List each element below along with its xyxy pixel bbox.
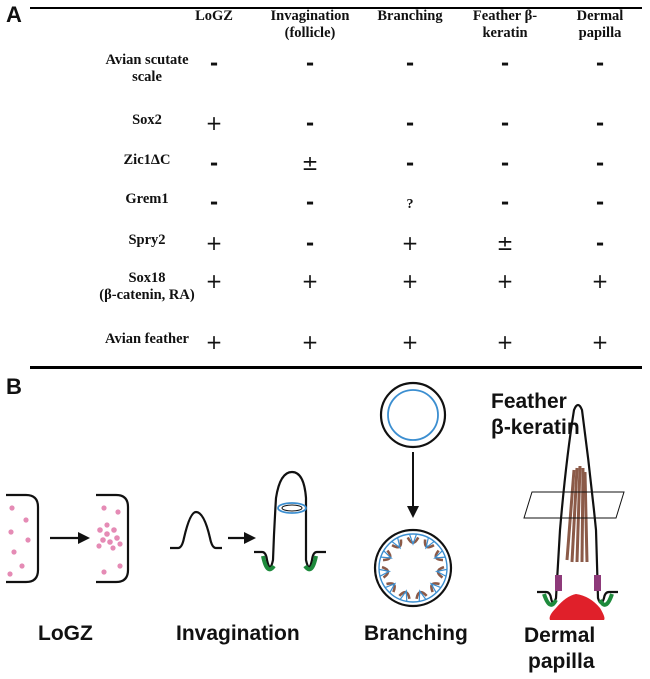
table-cell: - (595, 51, 605, 75)
keratin-label-line2: β-keratin (491, 416, 580, 439)
row-label: Zic1ΔC (62, 152, 232, 169)
cross-section-plane (523, 491, 625, 519)
table-cell: ? (406, 197, 414, 212)
logz-label: LoGZ (38, 622, 93, 645)
row-label-line: Spry2 (128, 232, 166, 248)
table-cell: + (205, 330, 223, 354)
barb-ridge-membrane (391, 537, 402, 550)
table-cell: - (405, 51, 415, 75)
table-cell: + (401, 330, 419, 354)
table-cell: - (500, 190, 510, 214)
feather-diagram (523, 403, 625, 620)
column-header: Branching (350, 8, 470, 25)
table-cell: + (301, 330, 319, 354)
papilla-label-line2: papilla (528, 650, 595, 673)
table-cell: - (595, 190, 605, 214)
table-cell: + (496, 330, 514, 354)
table-cell: - (305, 231, 315, 255)
barb-ridge-membrane (399, 589, 408, 602)
column-header-line: (follicle) (284, 25, 336, 41)
table-bottom-rule (30, 366, 642, 369)
column-header-line: Invagination (270, 8, 350, 24)
collar-right (594, 575, 601, 591)
row-label: Avian feather (62, 331, 232, 348)
row-label-line: scale (132, 69, 162, 85)
column-header-line: Dermal (576, 8, 624, 24)
table-cell: - (209, 151, 219, 175)
row-label-line: Grem1 (125, 191, 169, 207)
barb-ridges (378, 533, 448, 602)
row-label-line: (β-catenin, RA) (99, 287, 195, 303)
table-cell: - (209, 51, 219, 75)
branching-label: Branching (364, 622, 468, 645)
table-cell: - (305, 111, 315, 135)
column-header-line: papilla (578, 25, 622, 41)
logz-diagram (6, 493, 130, 584)
column-header-line: LoGZ (195, 8, 233, 24)
table-cell: ± (301, 151, 319, 175)
panel-a-letter: A (6, 2, 22, 27)
table-cell: + (591, 330, 609, 354)
row-label-line: Sox18 (128, 270, 166, 286)
table-cell: - (500, 151, 510, 175)
invagination-diagram (170, 470, 326, 572)
barb-ridge-membrane (429, 582, 442, 594)
row-label-line: Sox2 (132, 112, 162, 128)
row-label-line: Avian scutate (105, 52, 189, 68)
collar-left (555, 575, 562, 591)
row-label: Grem1 (62, 191, 232, 208)
table-cell: - (405, 151, 415, 175)
row-label: Sox18(β-catenin, RA) (62, 270, 232, 304)
table-cell: - (305, 51, 315, 75)
logz-aggregated-cells (96, 505, 123, 575)
table-cell: - (405, 111, 415, 135)
table-cell: - (500, 51, 510, 75)
column-header: Invagination(follicle) (250, 8, 370, 42)
row-label: Sox2 (62, 112, 232, 129)
branching-diagram (373, 381, 453, 608)
barb-ridge-membrane (378, 568, 392, 577)
table-cell: - (595, 111, 605, 135)
barb-ridge-membrane (434, 568, 448, 577)
table-cell: + (205, 231, 223, 255)
table-cell: - (305, 190, 315, 214)
logz-dispersed-cells (7, 505, 31, 577)
column-header-line: Feather β- (472, 8, 538, 24)
column-header: LoGZ (154, 8, 274, 25)
table-cell: - (595, 151, 605, 175)
table-top-rule (30, 7, 642, 9)
keratin-label-line1: Feather (491, 390, 567, 413)
column-header-line: keratin (482, 25, 528, 41)
column-header: Feather β-keratin (445, 8, 565, 42)
barb-ridge-membrane (424, 537, 435, 550)
barb-ridge-membrane (418, 589, 427, 602)
table-cell: - (595, 231, 605, 255)
table-cell: + (401, 231, 419, 255)
table-cell: + (496, 269, 514, 293)
barb-ridge-membrane (380, 550, 393, 559)
papilla-label-line1: Dermal (524, 624, 596, 647)
dermal-papilla-shape (549, 594, 605, 620)
table-cell: ± (496, 231, 514, 255)
invagination-label: Invagination (176, 622, 300, 645)
panel-b-letter: B (6, 374, 22, 399)
column-header-line: Branching (377, 8, 443, 24)
table-cell: + (205, 111, 223, 135)
table-cell: - (209, 190, 219, 214)
feather-development-diagram (6, 381, 625, 620)
table-cell: + (205, 269, 223, 293)
table-cell: - (500, 111, 510, 135)
table-cell: + (301, 269, 319, 293)
table-cell: + (591, 269, 609, 293)
row-label-line: Zic1ΔC (123, 152, 171, 168)
barb-ridge-membrane (408, 533, 418, 546)
barb-ridge-membrane (433, 550, 446, 559)
row-label-line: Avian feather (105, 331, 189, 347)
keratin-strands (565, 465, 589, 563)
table-cell: + (401, 269, 419, 293)
barb-ridge-membrane (384, 582, 397, 594)
row-label: Spry2 (62, 232, 232, 249)
